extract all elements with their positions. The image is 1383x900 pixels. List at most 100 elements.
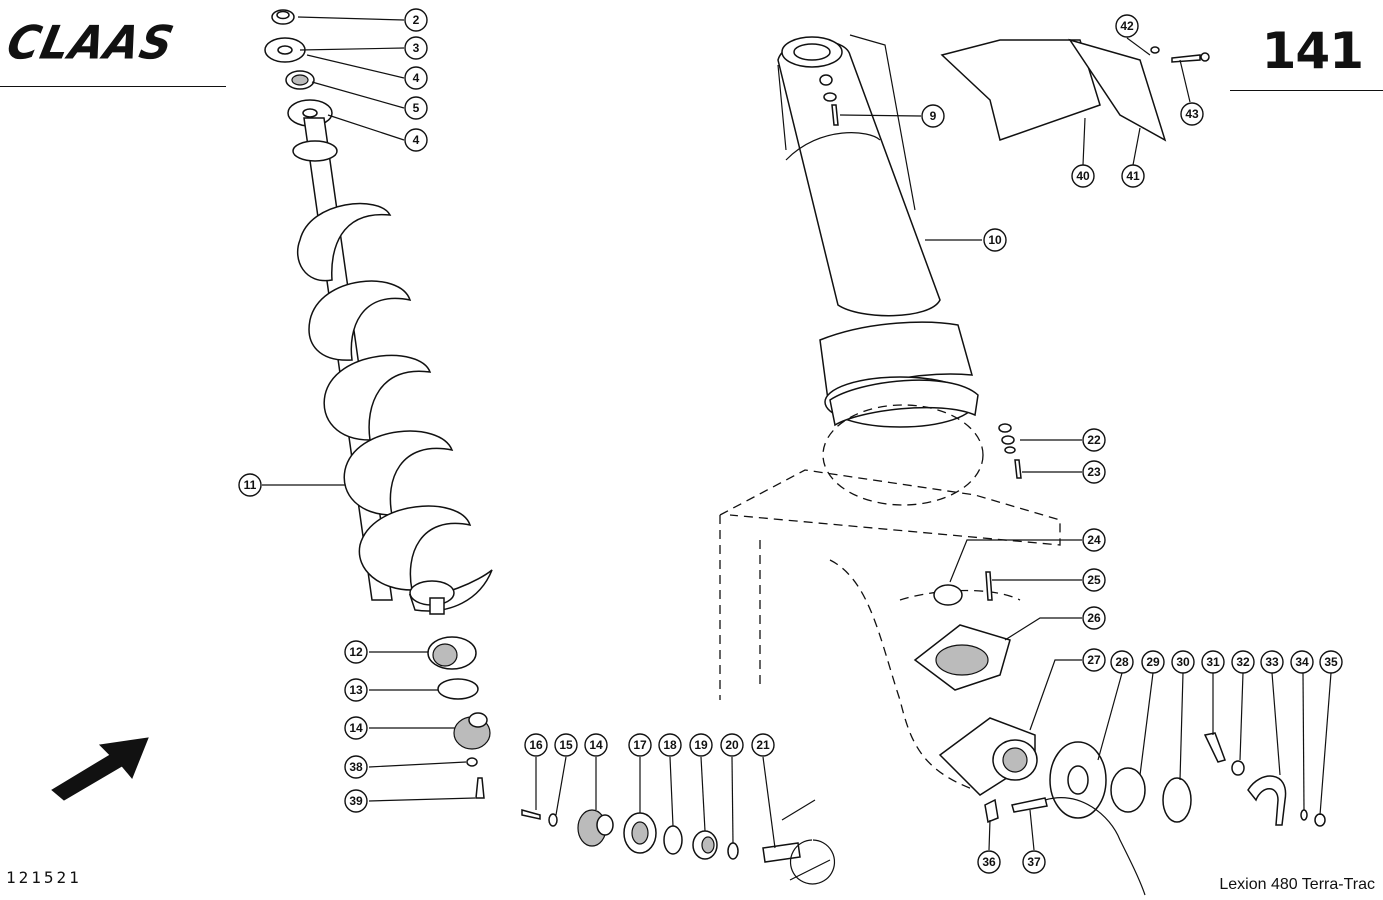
auger-stub [429, 597, 445, 615]
callout-36[interactable]: 36 [977, 850, 1001, 874]
svg-text:10: 10 [988, 233, 1002, 247]
svg-text:40: 40 [1076, 169, 1090, 183]
bottom-row-parts [521, 799, 836, 885]
callout-41[interactable]: 41 [1121, 164, 1145, 188]
callout-26[interactable]: 26 [1082, 606, 1106, 630]
callout-21[interactable]: 21 [751, 733, 775, 757]
ring-13 [437, 678, 479, 700]
svg-text:13: 13 [349, 683, 363, 697]
o-ring-24 [933, 584, 963, 606]
drawing-number: 121521 [6, 868, 82, 887]
nut-washer-22-23 [998, 423, 1022, 479]
callout-10[interactable]: 10 [983, 228, 1007, 252]
washer-38 [466, 757, 478, 767]
callout-14-bottom[interactable]: 14 [584, 733, 608, 757]
svg-text:29: 29 [1146, 655, 1160, 669]
svg-text:4: 4 [413, 71, 420, 85]
svg-text:43: 43 [1185, 107, 1199, 121]
callout-4-lower[interactable]: 4 [404, 128, 428, 152]
svg-text:24: 24 [1087, 533, 1101, 547]
svg-text:17: 17 [633, 738, 647, 752]
svg-text:30: 30 [1176, 655, 1190, 669]
callout-37[interactable]: 37 [1022, 850, 1046, 874]
callout-39[interactable]: 39 [344, 789, 368, 813]
svg-text:34: 34 [1295, 655, 1309, 669]
svg-text:27: 27 [1087, 653, 1101, 667]
svg-text:18: 18 [663, 738, 677, 752]
callout-32[interactable]: 32 [1231, 650, 1255, 674]
svg-text:15: 15 [559, 738, 573, 752]
callout-28[interactable]: 28 [1110, 650, 1134, 674]
callout-5[interactable]: 5 [404, 96, 428, 120]
svg-text:22: 22 [1087, 433, 1101, 447]
deflector-parts [940, 38, 1210, 142]
svg-text:23: 23 [1087, 465, 1101, 479]
callout-18[interactable]: 18 [658, 733, 682, 757]
callout-12[interactable]: 12 [344, 640, 368, 664]
callout-13[interactable]: 13 [344, 678, 368, 702]
callout-3[interactable]: 3 [404, 36, 428, 60]
callout-43[interactable]: 43 [1180, 102, 1204, 126]
svg-text:9: 9 [930, 109, 937, 123]
svg-text:4: 4 [413, 133, 420, 147]
top-bearing-stack [264, 9, 333, 127]
svg-text:32: 32 [1236, 655, 1250, 669]
svg-text:21: 21 [756, 738, 770, 752]
svg-text:36: 36 [982, 855, 996, 869]
header-rule-right [1230, 90, 1383, 91]
lower-tube-section [819, 321, 979, 428]
auger-flighting [296, 202, 493, 612]
callout-33[interactable]: 33 [1260, 650, 1284, 674]
callout-25[interactable]: 25 [1082, 568, 1106, 592]
svg-text:19: 19 [694, 738, 708, 752]
callout-35[interactable]: 35 [1319, 650, 1343, 674]
page-number: 141 [1261, 22, 1364, 80]
callout-20[interactable]: 20 [720, 733, 744, 757]
svg-text:14: 14 [589, 738, 603, 752]
gear-housing-27 [938, 717, 1038, 796]
svg-text:35: 35 [1324, 655, 1338, 669]
callout-38[interactable]: 38 [344, 755, 368, 779]
callout-23[interactable]: 23 [1082, 460, 1106, 484]
callout-42[interactable]: 42 [1115, 14, 1139, 38]
svg-text:31: 31 [1206, 655, 1220, 669]
callout-group: 2 3 4 5 4 9 10 11 12 13 14 38 39 16 15 1… [238, 8, 1343, 874]
header-rule-left [0, 86, 226, 87]
callout-30[interactable]: 30 [1171, 650, 1195, 674]
callout-19[interactable]: 19 [689, 733, 713, 757]
svg-text:38: 38 [349, 760, 363, 774]
callout-2[interactable]: 2 [404, 8, 428, 32]
direction-arrow [51, 737, 149, 801]
svg-text:42: 42 [1120, 19, 1134, 33]
leader-lines [262, 16, 1332, 851]
callout-9[interactable]: 9 [921, 104, 945, 128]
svg-text:26: 26 [1087, 611, 1101, 625]
callout-17[interactable]: 17 [628, 733, 652, 757]
svg-text:12: 12 [349, 645, 363, 659]
callout-11[interactable]: 11 [238, 473, 262, 497]
svg-text:3: 3 [413, 41, 420, 55]
svg-text:41: 41 [1126, 169, 1140, 183]
callout-29[interactable]: 29 [1141, 650, 1165, 674]
callout-4[interactable]: 4 [404, 66, 428, 90]
callout-27[interactable]: 27 [1082, 648, 1106, 672]
bevel-gear-14 [453, 712, 491, 750]
callout-16[interactable]: 16 [524, 733, 548, 757]
bolt-25 [985, 571, 993, 601]
svg-text:33: 33 [1265, 655, 1279, 669]
svg-text:2: 2 [413, 13, 420, 27]
callout-40[interactable]: 40 [1071, 164, 1095, 188]
svg-text:16: 16 [529, 738, 543, 752]
callout-22[interactable]: 22 [1082, 428, 1106, 452]
callout-31[interactable]: 31 [1201, 650, 1225, 674]
svg-text:11: 11 [244, 478, 257, 492]
callout-14[interactable]: 14 [344, 716, 368, 740]
bearing-12 [427, 636, 477, 670]
svg-text:14: 14 [349, 721, 363, 735]
auger-assembly [264, 9, 493, 615]
callout-15[interactable]: 15 [554, 733, 578, 757]
discharge-tube [777, 34, 941, 317]
svg-text:37: 37 [1027, 855, 1041, 869]
callout-34[interactable]: 34 [1290, 650, 1314, 674]
callout-24[interactable]: 24 [1082, 528, 1106, 552]
